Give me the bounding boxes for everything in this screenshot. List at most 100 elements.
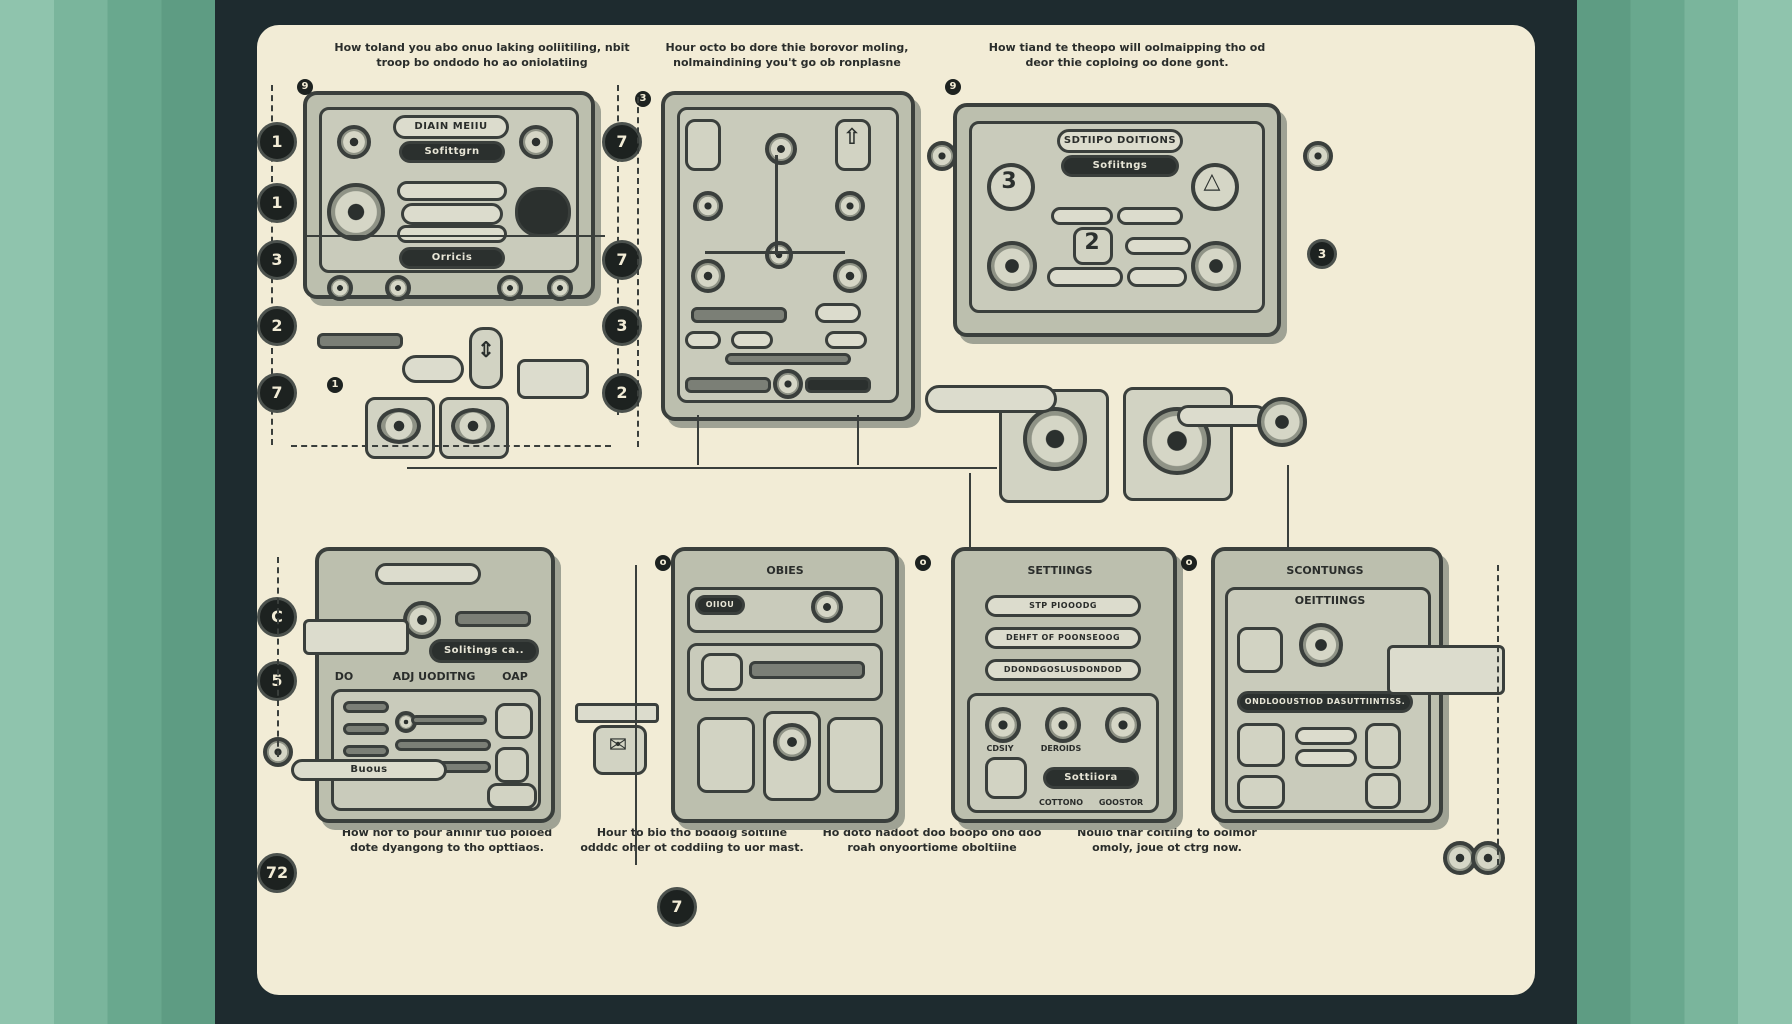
sub-control-pill-1[interactable] — [402, 355, 464, 383]
dial-assembly-left-knob[interactable] — [1023, 407, 1087, 471]
adjust-tile-3[interactable] — [487, 783, 537, 809]
connector-line — [969, 473, 971, 569]
side-knob-left-top[interactable] — [927, 141, 957, 171]
main-menu-dial-top-left[interactable] — [337, 125, 371, 159]
settings-4-icon-tile[interactable] — [1237, 627, 1283, 673]
network-chip-1[interactable] — [685, 331, 721, 349]
setup-row-button-1[interactable] — [1051, 207, 1113, 225]
setup-options-title: SDTIIPO DOITIONS — [1057, 129, 1183, 153]
settings-4-chip-2[interactable] — [1295, 749, 1357, 767]
dial-assembly-right-label — [1177, 405, 1267, 427]
sub-control-slider[interactable] — [317, 333, 403, 349]
caption-bottom-1: How hof to pour ahinir tuo poioed dote d… — [341, 826, 553, 854]
adjust-tile-1[interactable] — [495, 703, 533, 739]
main-menu-footer-knob-4[interactable] — [547, 275, 573, 301]
main-menu-dial-top-right[interactable] — [519, 125, 553, 159]
settings-4-tile-2[interactable] — [1365, 723, 1401, 769]
network-bottom-slider-right[interactable] — [805, 377, 871, 393]
adjust-label-left: DO — [334, 670, 354, 683]
network-node-bottom-left[interactable] — [691, 259, 725, 293]
setup-dial-bottom-right[interactable] — [1191, 241, 1241, 291]
setup-row-button-5[interactable] — [1125, 237, 1191, 255]
adjust-slider-1[interactable] — [411, 715, 487, 725]
settings-3-label-3: COTTONO — [1038, 798, 1084, 807]
objects-field[interactable]: OIIOU — [695, 595, 745, 615]
sub-control-up-down[interactable] — [469, 327, 503, 389]
setup-number-tile[interactable] — [1073, 227, 1113, 265]
settings-3-dial-3[interactable] — [1105, 707, 1141, 743]
main-menu-options-button[interactable]: Orricis — [399, 247, 505, 269]
settings-3-dial-2[interactable] — [1045, 707, 1081, 743]
settings-3-settings-button[interactable]: Sottiiora — [1043, 767, 1139, 789]
network-slider[interactable] — [691, 307, 787, 323]
settings-4-end-knob[interactable] — [1471, 841, 1505, 875]
adjust-settings-callout[interactable]: Solitings ca.. — [429, 639, 539, 663]
network-side-button-right[interactable] — [835, 119, 871, 171]
settings-4-subtitle: OEITTIINGS — [1294, 594, 1366, 607]
settings-4-tile-4[interactable] — [1365, 773, 1401, 809]
connector-line — [305, 235, 605, 237]
number-three-icon: 3 — [1001, 169, 1017, 194]
main-menu-footer-knob-2[interactable] — [385, 275, 411, 301]
objects-tile-1[interactable] — [697, 717, 755, 793]
main-menu-footer-knob-1[interactable] — [327, 275, 353, 301]
setup-options-device: SDTIIPO DOITIONS Sofiitngs 3 △ 2 — [953, 103, 1281, 337]
settings-3-dial-1[interactable] — [985, 707, 1021, 743]
settings-3-row-2[interactable]: DEHFT OF POONSEOOG — [985, 627, 1141, 649]
objects-slider[interactable] — [749, 661, 865, 679]
adjust-line-1 — [343, 701, 389, 713]
network-node-top[interactable] — [765, 133, 797, 165]
adjust-line-3 — [343, 745, 389, 757]
settings-3-row-1[interactable]: STP PIOOODG — [985, 595, 1141, 617]
step-marker: 2 — [602, 373, 642, 413]
network-toggle[interactable] — [815, 303, 861, 323]
setup-dial-warning[interactable] — [1191, 163, 1239, 211]
setup-row-button-4[interactable] — [1127, 267, 1187, 287]
network-chip-3[interactable] — [825, 331, 867, 349]
network-node-left[interactable] — [693, 191, 723, 221]
dial-assembly-left-label — [925, 385, 1057, 413]
setup-options-settings-button[interactable]: Sofiitngs — [1061, 155, 1179, 177]
adjust-slider-2[interactable] — [395, 739, 491, 751]
objects-link-button[interactable] — [701, 653, 743, 691]
objects-toolbar-knob[interactable] — [811, 591, 843, 623]
mail-tile[interactable] — [593, 725, 647, 775]
network-side-button-left[interactable] — [685, 119, 721, 171]
main-menu-dial-left[interactable] — [327, 183, 385, 241]
main-menu-row-button-1[interactable] — [397, 181, 507, 201]
settings-4-bar[interactable]: ONDLOOUSTIOD DASUTTIINTISS. — [1237, 691, 1413, 713]
settings-4-chip-1[interactable] — [1295, 727, 1357, 745]
adjust-footer-bar[interactable]: Buous — [291, 759, 447, 781]
settings-3-square-button[interactable] — [985, 757, 1027, 799]
setup-dial-bottom-left[interactable] — [987, 241, 1037, 291]
network-chip-2[interactable] — [731, 331, 773, 349]
adjust-tile-2[interactable] — [495, 747, 529, 783]
step-marker: 72 — [257, 853, 297, 893]
settings-4-tile-3[interactable] — [1237, 775, 1285, 809]
connector-line — [697, 415, 699, 465]
network-node-bottom-right[interactable] — [833, 259, 867, 293]
settings-3-row-3[interactable]: DDONDGOSLUSDONDOD — [985, 659, 1141, 681]
sub-control-pill-2[interactable] — [517, 359, 589, 399]
mail-icon: ✉ — [608, 733, 628, 758]
main-menu-footer-knob-3[interactable] — [497, 275, 523, 301]
setup-row-button-3[interactable] — [1047, 267, 1123, 287]
main-menu-settings-button[interactable]: Sofittgrn — [399, 141, 505, 163]
setup-row-button-2[interactable] — [1117, 207, 1183, 225]
main-menu-row-button-3[interactable] — [397, 225, 507, 243]
objects-tile-3[interactable] — [827, 717, 883, 793]
network-bottom-knob[interactable] — [773, 369, 803, 399]
settings-device-3: SETTIINGS STP PIOOODG DEHFT OF POONSEOOG… — [951, 547, 1177, 823]
adjust-slider-top[interactable] — [455, 611, 531, 627]
side-knob-top-right[interactable] — [1303, 141, 1333, 171]
network-bottom-slider-left[interactable] — [685, 377, 771, 393]
adjust-label-right: OAP — [502, 670, 528, 683]
dial-assembly-end-knob[interactable] — [1257, 397, 1307, 447]
network-node-right[interactable] — [835, 191, 865, 221]
network-node-center[interactable] — [765, 241, 793, 269]
settings-4-dial[interactable] — [1299, 623, 1343, 667]
adjust-top-bar[interactable] — [375, 563, 481, 585]
main-menu-row-button-2[interactable] — [401, 203, 503, 225]
setup-dial-3[interactable] — [987, 163, 1035, 211]
settings-4-tile-1[interactable] — [1237, 723, 1285, 767]
